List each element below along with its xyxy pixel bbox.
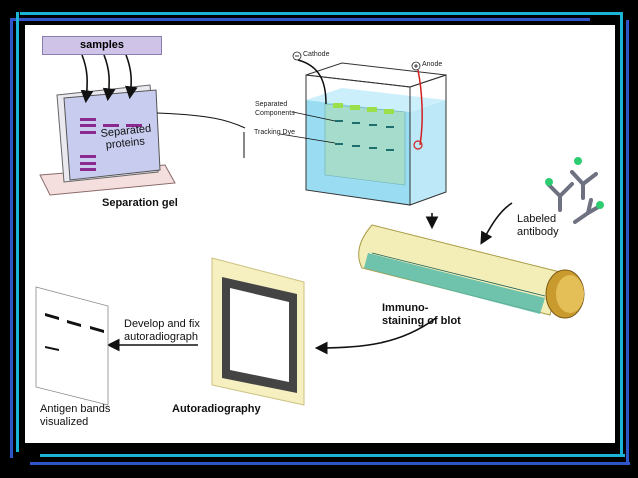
- gel-band: [80, 131, 96, 134]
- antibody-tag-icon: [574, 157, 582, 165]
- sample-arrow: [102, 54, 116, 102]
- tube-to-film-arrow: [314, 317, 437, 355]
- tank-band: [335, 120, 343, 122]
- antibody-icon: [573, 198, 602, 224]
- antibody-arrow: [480, 202, 513, 245]
- blot-band: [90, 326, 104, 333]
- blot-band: [67, 320, 81, 327]
- antigen-line1: Antigen bands: [40, 403, 111, 415]
- gel-band: [80, 168, 96, 171]
- tube-membrane: [364, 253, 545, 314]
- antibody-tags: [545, 157, 604, 209]
- antibody-shape: [573, 198, 602, 224]
- tank-outline-side: [409, 74, 447, 206]
- frame-stripe-right-cyan: [620, 12, 623, 457]
- antibody-shape: [546, 182, 574, 212]
- blot-sheet: [35, 286, 109, 406]
- immunostaining-line1: Immuno-: [382, 302, 429, 314]
- frame-stripe-left-cyan: [16, 12, 19, 452]
- tank-bands: [335, 120, 394, 151]
- tank-buffer-top: [306, 88, 446, 112]
- frame-stripe-bottom-blue: [30, 462, 630, 465]
- tank-band: [386, 149, 394, 151]
- tank-band: [369, 147, 377, 149]
- tracking-dye-label: Tracking Dye: [254, 129, 295, 136]
- anode-electrode: [413, 140, 423, 150]
- tank-well: [350, 105, 360, 110]
- components-pointer: [292, 111, 336, 122]
- anode-wire: [417, 69, 423, 146]
- blot-band: [45, 346, 59, 351]
- immunostaining-line2: staining of blot: [382, 315, 461, 327]
- cathode-wire: [297, 59, 327, 105]
- gel-band: [80, 118, 96, 121]
- antigen-line2: visualized: [40, 416, 89, 428]
- connector-line: [156, 112, 246, 129]
- tank-band: [369, 124, 377, 126]
- tank-band: [335, 143, 343, 145]
- tank-band: [352, 122, 360, 124]
- tank-well: [333, 103, 343, 108]
- labeled-antibody-line2: antibody: [517, 226, 559, 238]
- tube-membrane-line: [371, 252, 546, 297]
- antibody-tag-icon: [545, 178, 553, 186]
- developed-blot: [35, 286, 109, 406]
- separated-components-label: Separated Components: [255, 100, 295, 118]
- sample-arrow: [80, 54, 94, 104]
- tank-well: [384, 109, 394, 114]
- antibody-tag-icon: [596, 201, 604, 209]
- develop-line1: Develop and fix: [124, 318, 200, 330]
- autoradiography-film: [211, 257, 305, 406]
- cathode-label: Cathode: [303, 51, 330, 58]
- test-tube: [358, 224, 585, 319]
- separated-components-line1: Separated: [255, 101, 288, 108]
- gel-band: [126, 124, 142, 127]
- tube-end-cap-inner: [556, 275, 584, 313]
- tank-buffer-side: [410, 100, 446, 205]
- gel-band: [80, 162, 96, 165]
- tank-wells: [333, 103, 394, 114]
- labeled-antibody-label: Labeled antibody: [517, 213, 559, 239]
- separation-gel-label: Separation gel: [102, 197, 178, 209]
- separation-gel: [39, 54, 176, 196]
- antibody-shape: [570, 170, 598, 200]
- film-window: [230, 288, 289, 382]
- labeled-antibody-line1: Labeled: [517, 213, 557, 225]
- frame-stripe-left-blue: [10, 18, 13, 458]
- frame-stripe-top-blue: [10, 18, 590, 21]
- gel-band: [80, 155, 96, 158]
- sample-arrow: [125, 54, 138, 100]
- gel-bands: [80, 118, 142, 171]
- frame-stripe-right-blue: [626, 20, 629, 465]
- gel-band: [80, 124, 96, 127]
- antibody-icon: [546, 182, 574, 212]
- develop-line2: autoradiograph: [124, 331, 199, 343]
- antibody-icon: [570, 170, 598, 200]
- antigen-bands-label: Antigen bands visualized: [40, 403, 110, 429]
- separated-components-line2: Components: [255, 110, 295, 117]
- tank-band: [386, 126, 394, 128]
- immunostaining-label: Immuno- staining of blot: [382, 302, 461, 328]
- tank-well: [367, 107, 377, 112]
- develop-fix-label: Develop and fix autoradiograph: [124, 318, 200, 344]
- autoradiography-label: Autoradiography: [172, 403, 261, 415]
- samples-label: samples: [42, 36, 162, 55]
- frame-stripe-top-cyan: [20, 12, 620, 15]
- tank-gel-plate: [324, 103, 406, 186]
- frame-stripe-bottom-cyan: [40, 454, 625, 457]
- tank-band: [352, 145, 360, 147]
- blot-band: [45, 313, 59, 320]
- tracking-dye-pointer: [279, 133, 336, 144]
- electrophoresis-tank: [279, 51, 447, 206]
- gel-band: [103, 124, 119, 127]
- anode-label: Anode: [422, 61, 443, 68]
